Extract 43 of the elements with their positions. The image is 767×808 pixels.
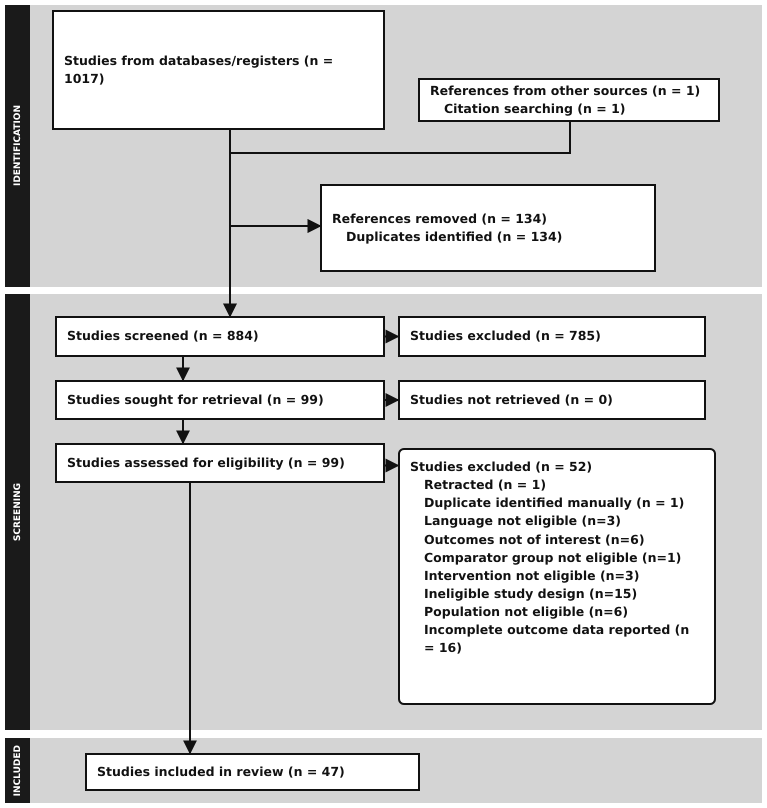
stage-band: [5, 294, 762, 730]
detail-text: Incomplete outcome data reported (n = 16): [423, 621, 690, 658]
box-heading: Studies excluded (n = 52): [410, 458, 594, 476]
detail-text: Duplicate identified manually (n = 1): [423, 494, 686, 512]
detail-text: Language not eligible (n=3): [423, 512, 622, 530]
detail-text: Intervention not eligible (n=3): [423, 566, 640, 585]
box-heading: Studies sought for retrieval (n = 99): [67, 390, 325, 409]
arrow: [176, 420, 190, 444]
process-box: [418, 78, 720, 122]
box-heading: References from other sources (n = 1): [430, 82, 702, 100]
detail-text: Duplicates identified (n = 134): [345, 228, 564, 246]
exclusion-list-box: [398, 448, 716, 705]
arrow: [176, 357, 190, 382]
stage-label: SCREENING: [12, 482, 22, 542]
process-box: [398, 380, 706, 420]
detail-text: Outcomes not of interest (n=6): [423, 530, 646, 548]
arrow: [183, 483, 197, 754]
box-heading: Studies excluded (n = 785): [410, 327, 602, 346]
box-heading: Studies screened (n = 884): [67, 327, 260, 346]
arrow: [385, 330, 400, 344]
box-heading: Studies included in review (n = 47): [97, 762, 346, 781]
detail-text: Comparator group not eligible (n=1): [423, 548, 682, 567]
stage-band: [5, 5, 762, 287]
box-heading: Studies from databases/registers (n = 1017): [64, 52, 334, 88]
process-box: [55, 380, 385, 420]
arrow: [385, 458, 400, 472]
detail-text: Retracted (n = 1): [423, 476, 548, 494]
process-box: [55, 316, 385, 357]
box-heading: Studies not retrieved (n = 0): [410, 390, 614, 409]
process-box: [52, 10, 385, 130]
detail-text: Population not eligible (n=6): [423, 603, 630, 621]
box-heading: Studies assessed for eligibility (n = 99): [67, 454, 346, 472]
process-box: [85, 753, 420, 791]
stage-label: IDENTIFICATION: [12, 105, 22, 187]
detail-text: Citation searching (n = 1): [443, 100, 626, 118]
process-box: [320, 184, 656, 272]
detail-text: Ineligible study design (n=15): [423, 584, 638, 603]
box-heading: References removed (n = 134): [332, 210, 548, 228]
process-box: [55, 443, 385, 483]
process-box: [398, 316, 706, 357]
stage-band: [5, 738, 762, 803]
arrow: [385, 393, 400, 407]
stage-label: INCLUDED: [12, 744, 22, 796]
